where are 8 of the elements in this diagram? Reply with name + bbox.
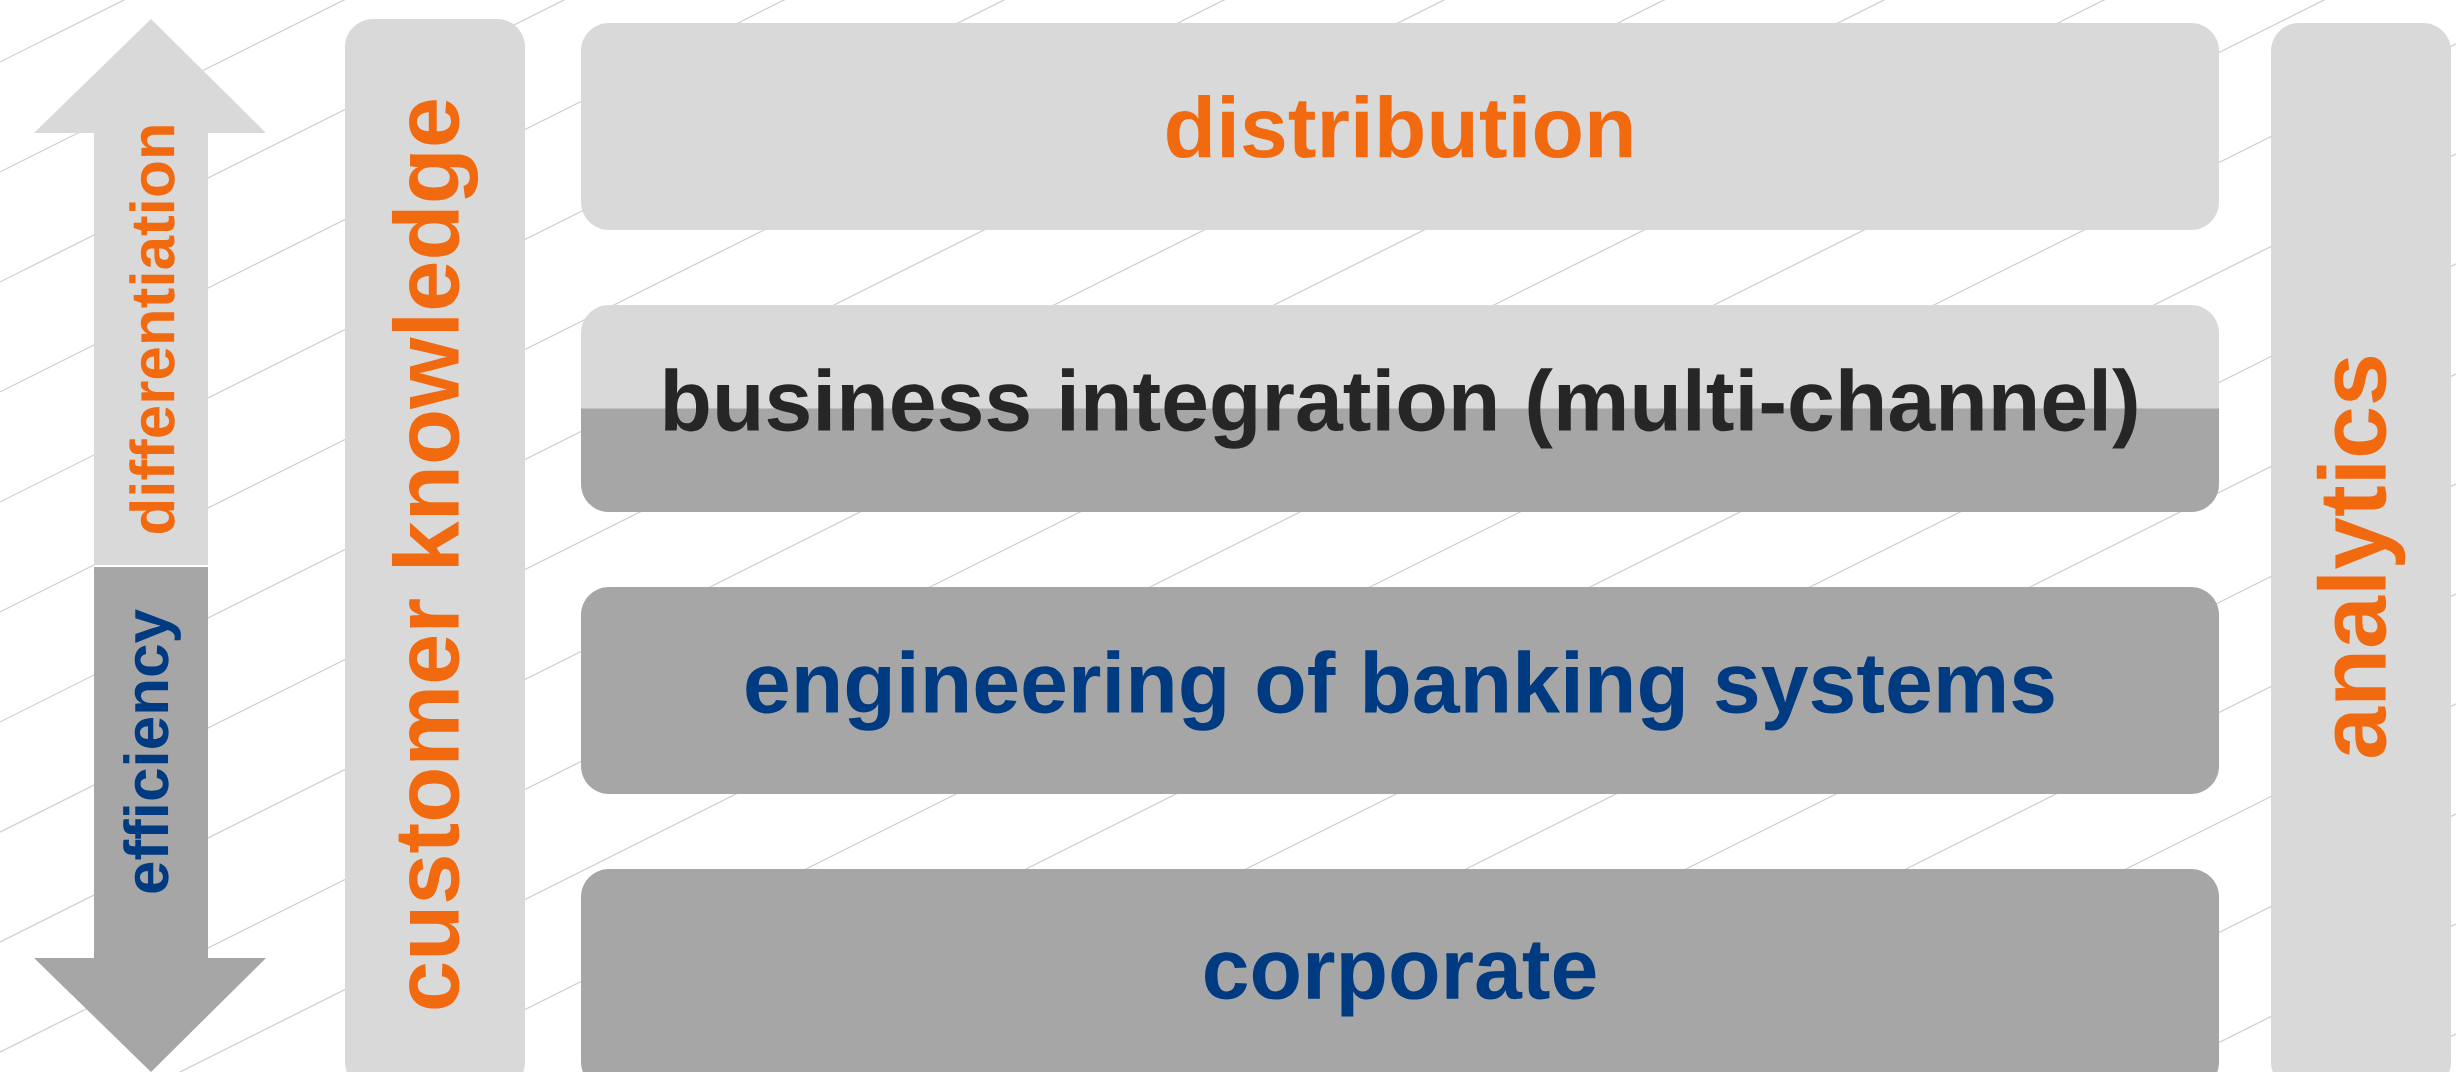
side-bar: analytics bbox=[2271, 23, 2452, 1072]
arrow-label: differentiation bbox=[129, 126, 175, 534]
side-bar: customer knowledge bbox=[345, 19, 525, 1072]
arrow-label: efficiency bbox=[123, 609, 181, 893]
layer-box: business integration (multi-channel) bbox=[581, 305, 2220, 512]
layer-box: corporate bbox=[581, 869, 2220, 1072]
layer-box: engineering of banking systems bbox=[581, 587, 2220, 794]
layer-box: distribution bbox=[581, 23, 2220, 230]
